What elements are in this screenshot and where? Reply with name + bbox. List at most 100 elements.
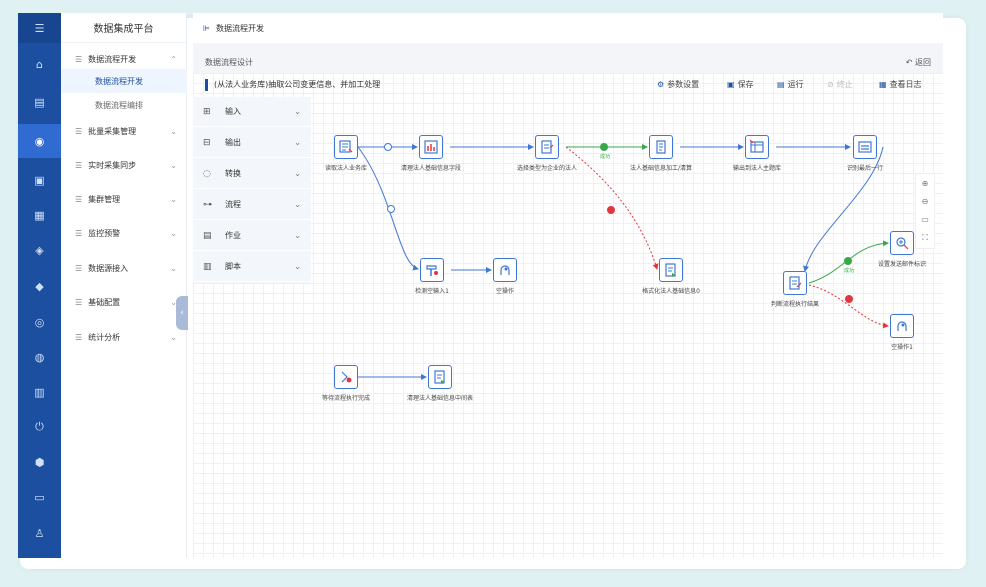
node-label: 设置发送邮件标识 xyxy=(877,261,927,268)
security-icon[interactable]: ⬢ xyxy=(34,455,45,469)
filter-doc-icon xyxy=(541,140,554,154)
palette-item-script[interactable]: ▥脚本⌄ xyxy=(193,252,311,282)
palette-item-job[interactable]: ▤作业⌄ xyxy=(193,221,311,251)
gear-icon: ⚙ xyxy=(657,80,665,89)
zoom-out-icon[interactable]: ⊖ xyxy=(921,196,929,206)
layers-icon[interactable]: ▥ xyxy=(34,385,45,399)
panel-title: 数据流程设计 xyxy=(205,57,253,67)
node-label: 清理法人基础信息字段 xyxy=(400,165,462,172)
report-icon[interactable]: ▦ xyxy=(34,208,45,222)
storage-icon[interactable]: ▣ xyxy=(34,173,45,187)
flow-icon: ⊶ xyxy=(203,199,212,210)
target-icon[interactable]: ◎ xyxy=(34,315,45,329)
menu-item-label: 基础配置 xyxy=(88,297,121,307)
user-icon[interactable]: ♙ xyxy=(34,526,45,540)
integration-icon[interactable]: ◉ xyxy=(18,124,61,158)
menu-item-label: 实时采集同步 xyxy=(88,160,137,170)
menu-item-monitor[interactable]: ☰ 监控预警 ⌄ xyxy=(61,223,187,243)
submenu-item-flow-orchestration[interactable]: 数据流程编排 xyxy=(95,100,143,110)
back-label: 返回 xyxy=(915,57,931,67)
calendar-icon: ▦ xyxy=(879,80,887,89)
node-last-row[interactable] xyxy=(853,135,877,159)
palette-item-output[interactable]: ⊟输出⌄ xyxy=(193,128,311,158)
chevron-down-icon: ⌄ xyxy=(294,107,301,116)
node-label: 空操作1 xyxy=(891,344,913,351)
breadcrumb: ⊫ 数据流程开发 xyxy=(193,13,943,43)
palette-label: 流程 xyxy=(225,200,241,209)
palette-label: 输入 xyxy=(225,107,241,116)
menu-item-flow-dev[interactable]: ☰ 数据流程开发 ⌃ xyxy=(61,49,187,69)
node-noop[interactable] xyxy=(493,258,517,282)
run-label: 运行 xyxy=(787,80,804,89)
node-process[interactable] xyxy=(649,135,673,159)
menu-item-datasource[interactable]: ☰ 数据源接入 ⌄ xyxy=(61,258,187,278)
node-output[interactable] xyxy=(745,135,769,159)
cube-icon[interactable]: ◆ xyxy=(35,279,44,293)
node-wait-finish[interactable] xyxy=(334,365,358,389)
flow-edges xyxy=(357,143,889,380)
palette-label: 脚本 xyxy=(225,262,241,271)
database-icon[interactable]: ▤ xyxy=(34,95,45,109)
mail-gear-icon xyxy=(896,237,909,250)
save-button[interactable]: ▣保存 xyxy=(727,79,754,90)
chevron-down-icon: ⌄ xyxy=(294,231,301,240)
chevron-down-icon: ⌄ xyxy=(170,263,177,273)
zoom-controls: ⊕ ⊖ ▭ ⛶ xyxy=(915,173,935,249)
stop-icon: ⊘ xyxy=(827,80,834,89)
palette-item-transform[interactable]: ◌转换⌄ xyxy=(193,159,311,189)
stop-button[interactable]: ⊘终止 xyxy=(827,79,853,90)
scroll-icon xyxy=(656,140,666,154)
node-clean-fields[interactable] xyxy=(419,135,443,159)
node-format[interactable] xyxy=(659,258,683,282)
node-judge-result[interactable] xyxy=(783,271,807,295)
menu-item-realtime[interactable]: ☰ 实时采集同步 ⌄ xyxy=(61,155,187,175)
back-button[interactable]: ↶ 返回 xyxy=(906,57,931,68)
doc-edit-icon xyxy=(789,276,802,290)
doc-run-icon xyxy=(434,370,445,384)
node-noop-1[interactable] xyxy=(890,314,914,338)
menu-item-config[interactable]: ☰ 基础配置 ⌄ xyxy=(61,292,187,312)
node-filter-type[interactable] xyxy=(535,135,559,159)
table-input-icon xyxy=(339,140,353,153)
sidebar-collapse-button[interactable]: ‹ xyxy=(176,296,188,330)
menu-item-stats[interactable]: ☰ 统计分析 ⌄ xyxy=(61,327,187,347)
node-clean-temp[interactable] xyxy=(428,365,452,389)
chevron-down-icon: ⌄ xyxy=(170,194,177,204)
params-button[interactable]: ⚙参数设置 xyxy=(657,79,699,90)
node-check-empty[interactable] xyxy=(420,258,444,282)
server-icon[interactable]: ▭ xyxy=(34,490,45,504)
menu-item-batch[interactable]: ☰ 批量采集管理 ⌄ xyxy=(61,121,187,141)
main-area: ⊫ 数据流程开发 数据流程设计 ↶ 返回 (从法人业务库)抽取公司变更信息、并加… xyxy=(193,13,943,558)
submenu-item-flow-dev[interactable]: 数据流程开发 xyxy=(61,69,187,93)
globe-icon[interactable]: ◍ xyxy=(34,350,45,364)
node-label: 识别最后一行 xyxy=(846,165,884,172)
breadcrumb-label[interactable]: 数据流程开发 xyxy=(215,23,264,33)
flow-canvas[interactable]: (从法人业务库)抽取公司变更信息、并加工处理 ⚙参数设置 ▣保存 ▤运行 ⊘终止… xyxy=(193,73,943,558)
doc-run-icon xyxy=(665,263,676,277)
edge-n3-n9 xyxy=(565,146,659,270)
shield-icon[interactable]: ◈ xyxy=(35,243,44,257)
menu-item-label: 监控预警 xyxy=(88,228,121,238)
node-read-source[interactable] xyxy=(334,135,358,159)
home-icon[interactable]: ⌂ xyxy=(36,57,43,71)
palette-label: 输出 xyxy=(225,138,241,147)
plug-icon[interactable]: ⏻ xyxy=(35,420,44,433)
fit-icon[interactable]: ▭ xyxy=(921,215,929,225)
list-icon: ☰ xyxy=(75,332,83,342)
palette-item-input[interactable]: ⊞输入⌄ xyxy=(193,97,311,127)
menu-item-label: 集群管理 xyxy=(88,194,121,204)
chevron-down-icon: ⌄ xyxy=(170,228,177,238)
palette-item-flow[interactable]: ⊶流程⌄ xyxy=(193,190,311,220)
node-set-mail[interactable] xyxy=(890,231,914,255)
edge-n6-n10 xyxy=(803,146,884,272)
menu-toggle-icon[interactable]: ☰ xyxy=(18,13,61,43)
edge-success-label: 成功 xyxy=(844,268,855,274)
back-icon: ↶ xyxy=(905,57,915,67)
node-label: 等待流程执行完成 xyxy=(321,395,371,402)
menu-item-cluster[interactable]: ☰ 集群管理 ⌄ xyxy=(61,189,187,209)
run-button[interactable]: ▤运行 xyxy=(777,79,804,90)
fullscreen-icon[interactable]: ⛶ xyxy=(922,233,928,243)
log-button[interactable]: ▦查看日志 xyxy=(879,79,922,90)
node-label: 输出到法人主题库 xyxy=(732,165,782,172)
zoom-in-icon[interactable]: ⊕ xyxy=(921,178,929,188)
